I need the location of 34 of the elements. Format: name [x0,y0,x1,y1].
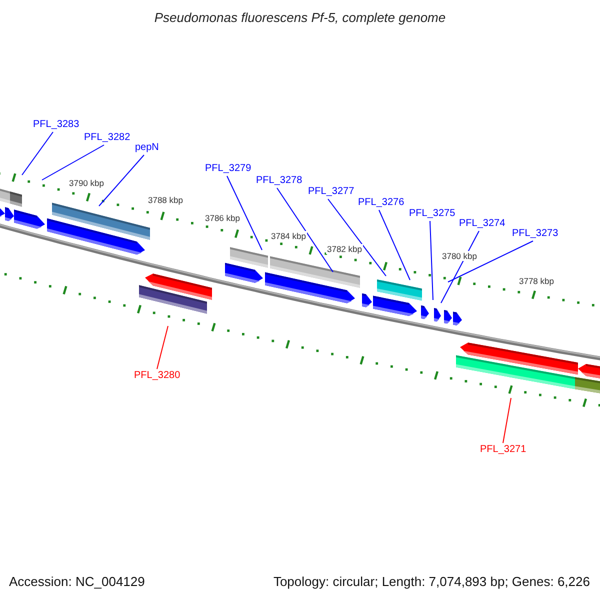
scale-label: 3782 kbp [326,244,363,254]
leader-line [226,176,262,250]
scale-label: 3778 kbp [518,276,555,286]
gene-label: PFL_3279 [205,163,252,175]
gene-label: PFL_3275 [409,208,456,220]
genome-info-text: Accession: NC_004129 [9,574,145,589]
leader-line [22,132,54,176]
gene-label: PFL_3282 [84,132,130,144]
gene-label: pepN [135,142,159,154]
gene-label: PFL_3273 [512,228,558,240]
map-title: Pseudomonas fluorescens Pf-5, complete genome [153,10,447,25]
scale-label: 3784 kbp [270,231,307,241]
leader-line [98,154,144,206]
leader-line [430,220,434,300]
gene-label: PFL_3277 [308,186,354,198]
gene-label: PFL_3283 [33,119,80,131]
genome-info-text: Topology: circular; Length: 7,074,893 bp; Genes: 6,226 [273,574,590,589]
gene-label: PFL_3280 [134,370,180,382]
leader-line [440,230,480,304]
gene-label: PFL_3276 [358,197,404,209]
gene-label: PFL_3271 [480,444,526,456]
leader-line [448,240,534,282]
leader-line [42,144,104,180]
scale-label: 3790 kbp [68,178,105,188]
scale-label: 3786 kbp [204,213,241,223]
leader-line [156,326,168,370]
leader-line [328,198,386,276]
gene-label: PFL_3278 [256,175,302,187]
leader-line [378,210,410,280]
scale-label: 3788 kbp [147,195,184,205]
leader-line [276,188,334,272]
gene-label: PFL_3274 [459,218,506,230]
leader-line [502,398,512,444]
scale-label: 3780 kbp [441,251,478,261]
